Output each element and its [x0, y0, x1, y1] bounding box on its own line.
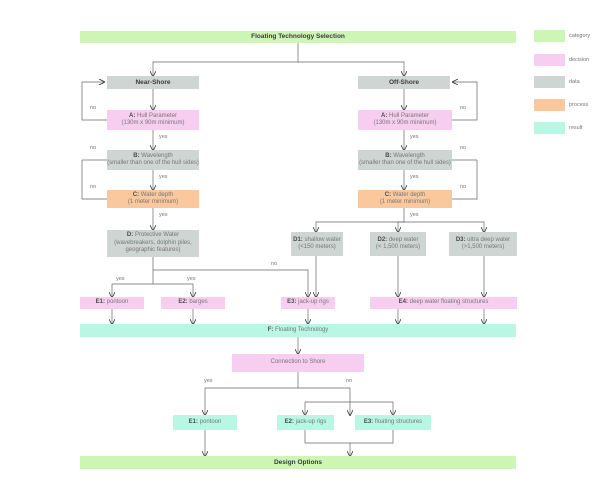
- node-d2-deep-water: D2: deep water (< 1,500 meters): [370, 232, 426, 256]
- legend-swatch-decision: [534, 54, 565, 66]
- legend-label-data: data: [569, 79, 580, 85]
- edge-label-yes: yes: [410, 212, 419, 218]
- legend-label-category: category: [569, 33, 591, 39]
- node-b-wavelength-right: B: Wavelength (smaller than one of the h…: [358, 150, 452, 170]
- node-a-hull-parameter-left: A: Hull Parameter (130m x 90m minimum): [107, 110, 199, 130]
- legend-label-result: result: [569, 125, 583, 131]
- edge-label-yes: yes: [159, 212, 168, 218]
- node-option-e2-jack-up-rigs: E2: jack-up rigs: [277, 415, 334, 430]
- node-e4-deep-water-floating-structures: E4: deep water floating structures: [370, 297, 517, 309]
- node-near-shore: Near-Shore: [107, 76, 199, 89]
- legend-label-process: process: [569, 102, 589, 108]
- node-option-e1-pontoon: E1: pontoon: [173, 415, 237, 430]
- node-c-water-depth-right: C: Water depth (1 meter minimum): [358, 190, 452, 208]
- edge-label-yes: yes: [116, 276, 125, 282]
- edge-label-no: no: [271, 261, 278, 267]
- legend-swatch-data: [534, 76, 565, 88]
- node-e3-jack-up-rigs: E3: jack-up rigs: [281, 297, 335, 309]
- node-connection-to-shore: Connection to Shore: [232, 354, 364, 372]
- node-a-hull-parameter-right: A: Hull Parameter (130m x 90m minimum): [358, 110, 452, 130]
- node-design-options: Design Options: [80, 456, 516, 469]
- node-e2-barges: E2: barges: [161, 297, 225, 309]
- edge-label-yes: yes: [204, 378, 213, 384]
- node-d-protective-water: D: Protective Water (wavebreakers, dolph…: [107, 230, 199, 257]
- legend-label-decision: decision: [569, 57, 590, 63]
- edge-label-no: no: [460, 105, 467, 111]
- node-b-wavelength-left: B: Wavelength (smaller than one of the h…: [107, 150, 199, 170]
- node-d1-shallow-water: D1: shallow water (<150 meters): [291, 232, 343, 256]
- edge-label-yes: yes: [410, 174, 419, 180]
- legend-swatch-result: [534, 122, 565, 134]
- node-option-e3-floating-structures: E3: floating structures: [355, 415, 431, 430]
- node-off-shore: Off-Shore: [358, 76, 450, 89]
- edge-label-yes: yes: [187, 276, 196, 282]
- legend-swatch-category: [534, 30, 565, 42]
- edge-label-yes: yes: [410, 134, 419, 140]
- legend-swatch-process: [534, 99, 565, 111]
- node-floating-technology-selection: Floating Technology Selection: [80, 31, 516, 43]
- edge-label-no: no: [90, 105, 97, 111]
- node-d3-ultra-deep-water: D3: ultra deep water (>1,500 meters): [449, 232, 517, 256]
- edge-label-no: no: [460, 145, 467, 151]
- node-e1-pontoon: E1: pontoon: [80, 297, 144, 309]
- edge-label-yes: yes: [159, 174, 168, 180]
- edge-label-no: no: [346, 378, 353, 384]
- edge-label-no: no: [90, 184, 97, 190]
- node-f-floating-technology: F: Floating Technology: [80, 324, 516, 337]
- edge-label-no: no: [90, 145, 97, 151]
- edge-label-yes: yes: [159, 134, 168, 140]
- node-c-water-depth-left: C: Water depth (1 meter minimum): [107, 190, 199, 208]
- edge-label-no: no: [460, 184, 467, 190]
